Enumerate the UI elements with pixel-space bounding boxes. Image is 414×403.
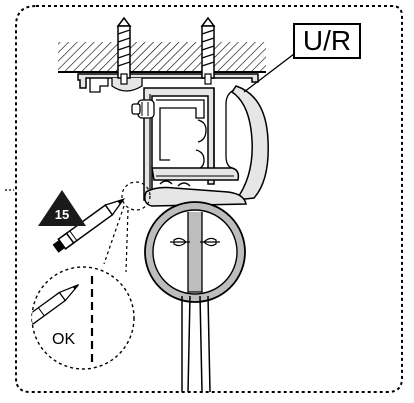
- zoom-circle: [31, 266, 135, 370]
- screw-icon-right: [200, 16, 216, 85]
- label-code: U/R: [303, 25, 351, 56]
- headrail-profile: [131, 87, 240, 201]
- ceiling: [58, 42, 266, 72]
- check-text: OK: [52, 331, 75, 348]
- slat: [181, 295, 211, 392]
- label-box: [293, 23, 361, 59]
- zoom-pencil-icon: [32, 284, 80, 325]
- panel-border: [15, 5, 403, 393]
- pencil-icon: [52, 198, 126, 253]
- slat-holder: [144, 201, 246, 303]
- label-leader: [243, 53, 295, 93]
- front-cover: [230, 85, 269, 201]
- screw-icon-left: [116, 16, 132, 85]
- focus-circle: [121, 181, 151, 211]
- step-badge: [38, 190, 86, 226]
- clip-bar: [144, 186, 247, 207]
- step-number: 15: [55, 207, 69, 222]
